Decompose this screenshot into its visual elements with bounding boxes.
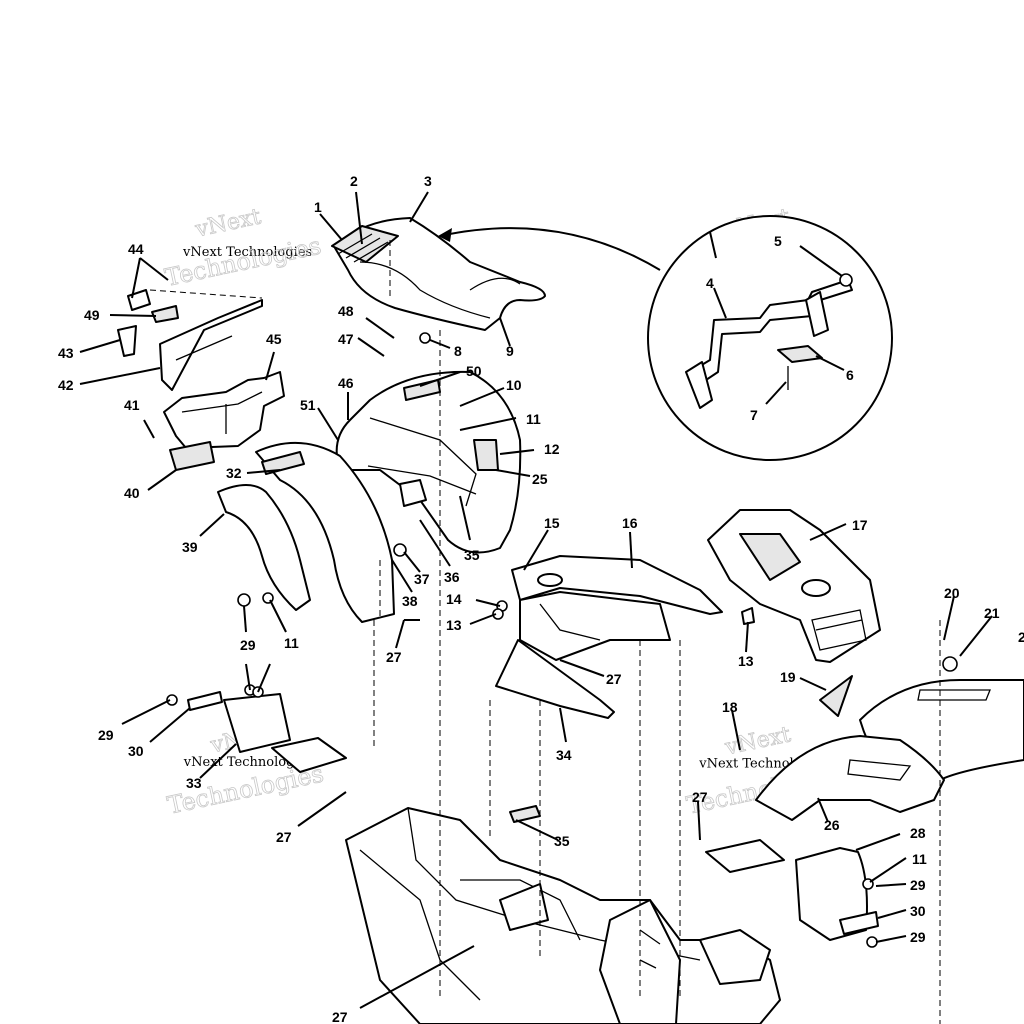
watermark-text: vNext Technologies — [183, 755, 313, 770]
callout-27: 27 — [606, 671, 622, 687]
callout-35: 35 — [554, 833, 570, 849]
watermark-text: Technologies — [162, 232, 323, 292]
callout-27: 27 — [276, 829, 292, 845]
callout-9: 9 — [506, 343, 514, 359]
callout-49: 49 — [84, 307, 100, 323]
rear-fender — [335, 370, 522, 554]
callout-5: 5 — [774, 233, 782, 249]
callout-45: 45 — [266, 331, 282, 347]
callout-labels: 1 2 3 4 5 6 7 8 9 10 11 11 11 12 13 13 1… — [58, 173, 1024, 1024]
callout-48: 48 — [338, 303, 354, 319]
callout-27: 27 — [332, 1009, 348, 1024]
callout-20: 20 — [944, 585, 960, 601]
callout-30: 30 — [910, 903, 926, 919]
leader-lines — [79, 191, 993, 1009]
callout-34: 34 — [556, 747, 572, 763]
callout-11: 11 — [284, 635, 299, 651]
callout-27: 27 — [692, 789, 708, 805]
rear-mud-flap — [166, 592, 347, 773]
callout-1: 1 — [314, 199, 322, 215]
callout-46: 46 — [338, 375, 354, 391]
callout-50: 50 — [466, 363, 482, 379]
callout-13: 13 — [446, 617, 462, 633]
callout-12: 12 — [544, 441, 560, 457]
seat-latch-inset — [647, 215, 893, 461]
callout-3: 3 — [424, 173, 432, 189]
callout-7: 7 — [750, 407, 758, 423]
callout-2: 2 — [350, 173, 358, 189]
callout-32: 32 — [226, 465, 242, 481]
callout-18: 18 — [722, 699, 738, 715]
callout-19: 19 — [780, 669, 796, 685]
callout-11: 11 — [526, 411, 541, 427]
callout-38: 38 — [402, 593, 418, 609]
callout-21: 21 — [984, 605, 1000, 621]
callout-30: 30 — [128, 743, 144, 759]
callout-29: 29 — [910, 877, 926, 893]
callout-25: 25 — [532, 471, 548, 487]
callout-37: 37 — [414, 571, 430, 587]
watermark-text: vNext — [722, 722, 793, 760]
callout-4: 4 — [706, 275, 714, 291]
callout-44: 44 — [128, 241, 144, 257]
callout-14: 14 — [446, 591, 462, 607]
callout-29: 29 — [240, 637, 256, 653]
callout-10: 10 — [506, 377, 522, 393]
callout-51: 51 — [300, 397, 316, 413]
callout-28: 28 — [910, 825, 926, 841]
seat-assembly — [331, 217, 546, 344]
callout-42: 42 — [58, 377, 74, 393]
callout-8: 8 — [454, 343, 462, 359]
reference-arrow — [439, 227, 661, 271]
callout-36: 36 — [444, 569, 460, 585]
callout-15: 15 — [544, 515, 560, 531]
callout-13: 13 — [738, 653, 754, 669]
callout-35: 35 — [464, 547, 480, 563]
watermark-text: vNext — [192, 204, 263, 242]
callout-39: 39 — [182, 539, 198, 555]
callout-26: 26 — [824, 817, 840, 833]
storage-box — [117, 289, 285, 471]
callout-22: 2 — [1018, 629, 1024, 645]
callout-41: 41 — [124, 397, 140, 413]
callout-29: 29 — [98, 727, 114, 743]
front-fender — [705, 620, 1024, 1024]
front-cover — [707, 509, 881, 663]
left-fender — [217, 442, 407, 623]
watermark-top-left: vNext vNext Technologies Technologies — [162, 204, 324, 292]
callout-40: 40 — [124, 485, 140, 501]
callout-6: 6 — [846, 367, 854, 383]
callout-11: 11 — [912, 851, 927, 867]
frame — [345, 330, 781, 1024]
callout-47: 47 — [338, 331, 354, 347]
callout-17: 17 — [852, 517, 868, 533]
callout-33: 33 — [186, 775, 202, 791]
watermark-text: vNext Technologies — [182, 245, 312, 260]
callout-43: 43 — [58, 345, 74, 361]
callout-16: 16 — [622, 515, 638, 531]
callout-27: 27 — [386, 649, 402, 665]
callout-29: 29 — [910, 929, 926, 945]
tank-cover — [492, 555, 723, 719]
